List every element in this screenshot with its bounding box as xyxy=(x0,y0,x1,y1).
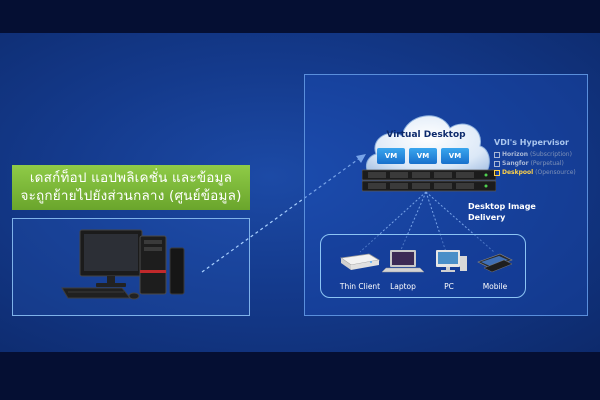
hypervisor-name: Sangfor xyxy=(502,160,529,167)
delivery-line-1: Desktop Image xyxy=(468,202,536,211)
device-label-pc: PC xyxy=(444,282,454,291)
device-label-thin-client: Thin Client xyxy=(339,282,381,291)
hypervisor-list: Horizon (Subscription) Sangfor (Perpetua… xyxy=(494,150,576,177)
hypervisor-license: (Opensource) xyxy=(535,169,576,176)
hypervisor-item-sangfor: Sangfor (Perpetual) xyxy=(494,159,576,168)
vm-box-2: VM xyxy=(409,148,437,164)
checkbox-icon xyxy=(494,161,500,167)
cloud-title: Virtual Desktop xyxy=(386,130,466,140)
hypervisor-title: VDI's Hypervisor xyxy=(494,138,569,147)
vm-box-3: VM xyxy=(441,148,469,164)
hypervisor-name: Horizon xyxy=(502,151,529,158)
migration-caption: เดสก์ท็อป แอปพลิเคชั่น และข้อมูล จะถูกย้… xyxy=(12,165,250,210)
vm-box-1: VM xyxy=(377,148,405,164)
thin-client-icon xyxy=(335,248,385,274)
checkbox-icon xyxy=(494,152,500,158)
datacenter-panel xyxy=(304,74,588,316)
checkbox-icon xyxy=(494,170,500,176)
caption-line-2: จะถูกย้ายไปยังส่วนกลาง (ศูนย์ข้อมูล) xyxy=(20,188,242,204)
server-rack-icon xyxy=(362,169,496,192)
mobile-icon xyxy=(470,248,520,274)
desktop-computer-icon xyxy=(61,229,185,300)
hypervisor-license: (Subscription) xyxy=(529,151,572,158)
hypervisor-item-horizon: Horizon (Subscription) xyxy=(494,150,576,159)
delivery-label: Desktop Image Delivery xyxy=(468,201,536,223)
top-band xyxy=(0,0,600,33)
hypervisor-name: Deskpool xyxy=(502,169,534,176)
hypervisor-license: (Perpetual) xyxy=(530,160,564,167)
delivery-line-2: Delivery xyxy=(468,213,506,222)
device-label-laptop: Laptop xyxy=(390,282,416,291)
pc-icon xyxy=(424,248,474,274)
device-label-mobile: Mobile xyxy=(482,282,508,291)
hypervisor-item-deskpool: Deskpool (Opensource) xyxy=(494,168,576,177)
laptop-icon xyxy=(378,248,428,274)
bottom-band xyxy=(0,352,600,400)
caption-line-1: เดสก์ท็อป แอปพลิเคชั่น และข้อมูล xyxy=(29,170,233,186)
